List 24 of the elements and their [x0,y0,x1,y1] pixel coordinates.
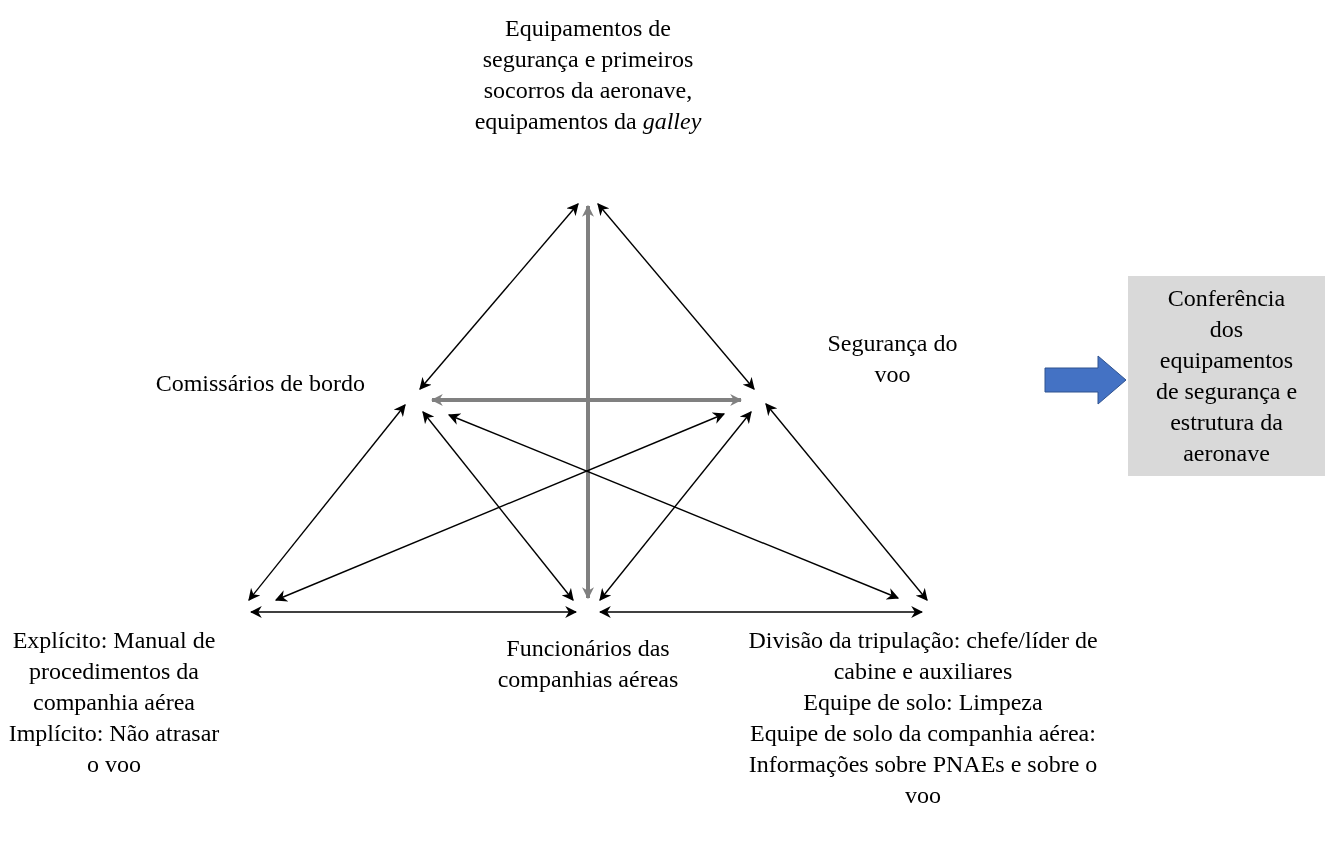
double-arrow [419,203,579,390]
double-arrow [582,204,594,600]
node-text: Divisão da tripulação: chefe/líder de cabine e auxiliares [748,626,1098,686]
node-text: Equipamentos de segurança e primeiros socorros da aeronave, equipamentos da galley [473,14,703,136]
node-text: Segurança do voo [826,329,959,389]
double-arrow [274,412,726,602]
block-arrow [1044,355,1127,405]
box-text: Conferência dos equipamentos de segurança e estrutura da aeronave [1154,284,1299,468]
double-arrow [765,403,928,601]
double-arrow [430,394,743,406]
double-arrow [447,413,900,600]
node-text: Comissários de bordo [154,369,365,398]
double-arrow [599,411,752,601]
node-text: Equipe de solo: Limpeza [802,688,1044,717]
node-text: Implícito: Não atrasar o voo [8,719,220,779]
node-text: Equipe de solo da companhia aérea: Informações sobre PNAEs e sobre o voo [748,719,1098,810]
node-text: Explícito: Manual de procedimentos da companhia aérea [11,626,217,717]
double-arrow [248,404,406,601]
double-arrow [597,203,755,390]
result-box [1128,276,1325,476]
double-arrow [598,606,924,618]
double-arrow [249,606,578,618]
node-text: Funcionários das companhias aéreas [496,634,680,694]
double-arrow [422,411,574,601]
